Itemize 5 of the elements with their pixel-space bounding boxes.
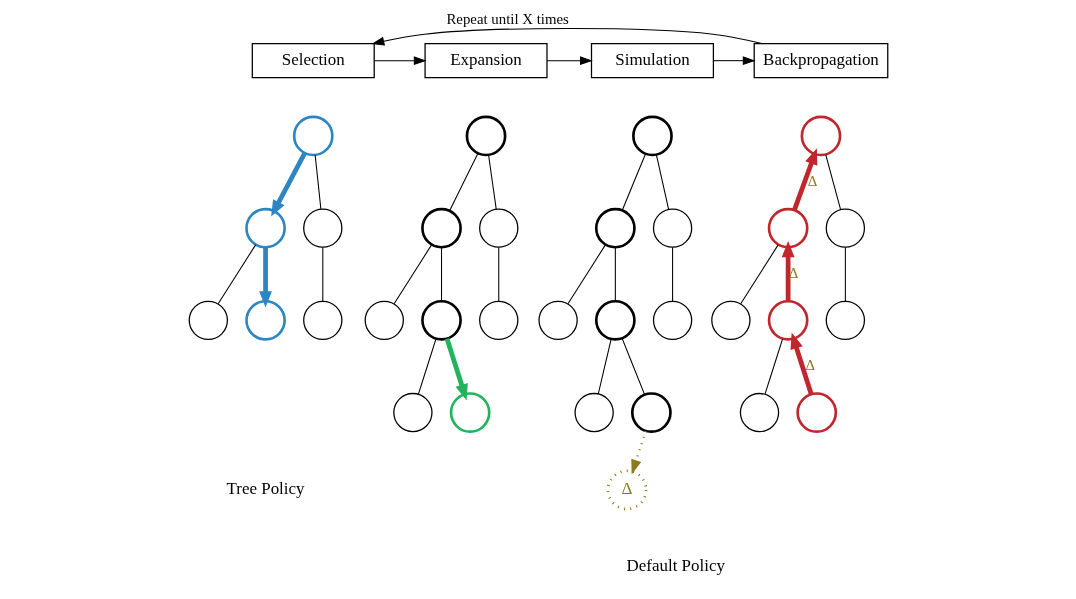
label: Tree Policy xyxy=(226,478,305,498)
edge-label: Δ xyxy=(807,172,817,189)
label: Default Policy xyxy=(626,556,725,576)
edge-label: Repeat until X times xyxy=(445,11,569,28)
edge-label: Δ xyxy=(805,357,815,374)
